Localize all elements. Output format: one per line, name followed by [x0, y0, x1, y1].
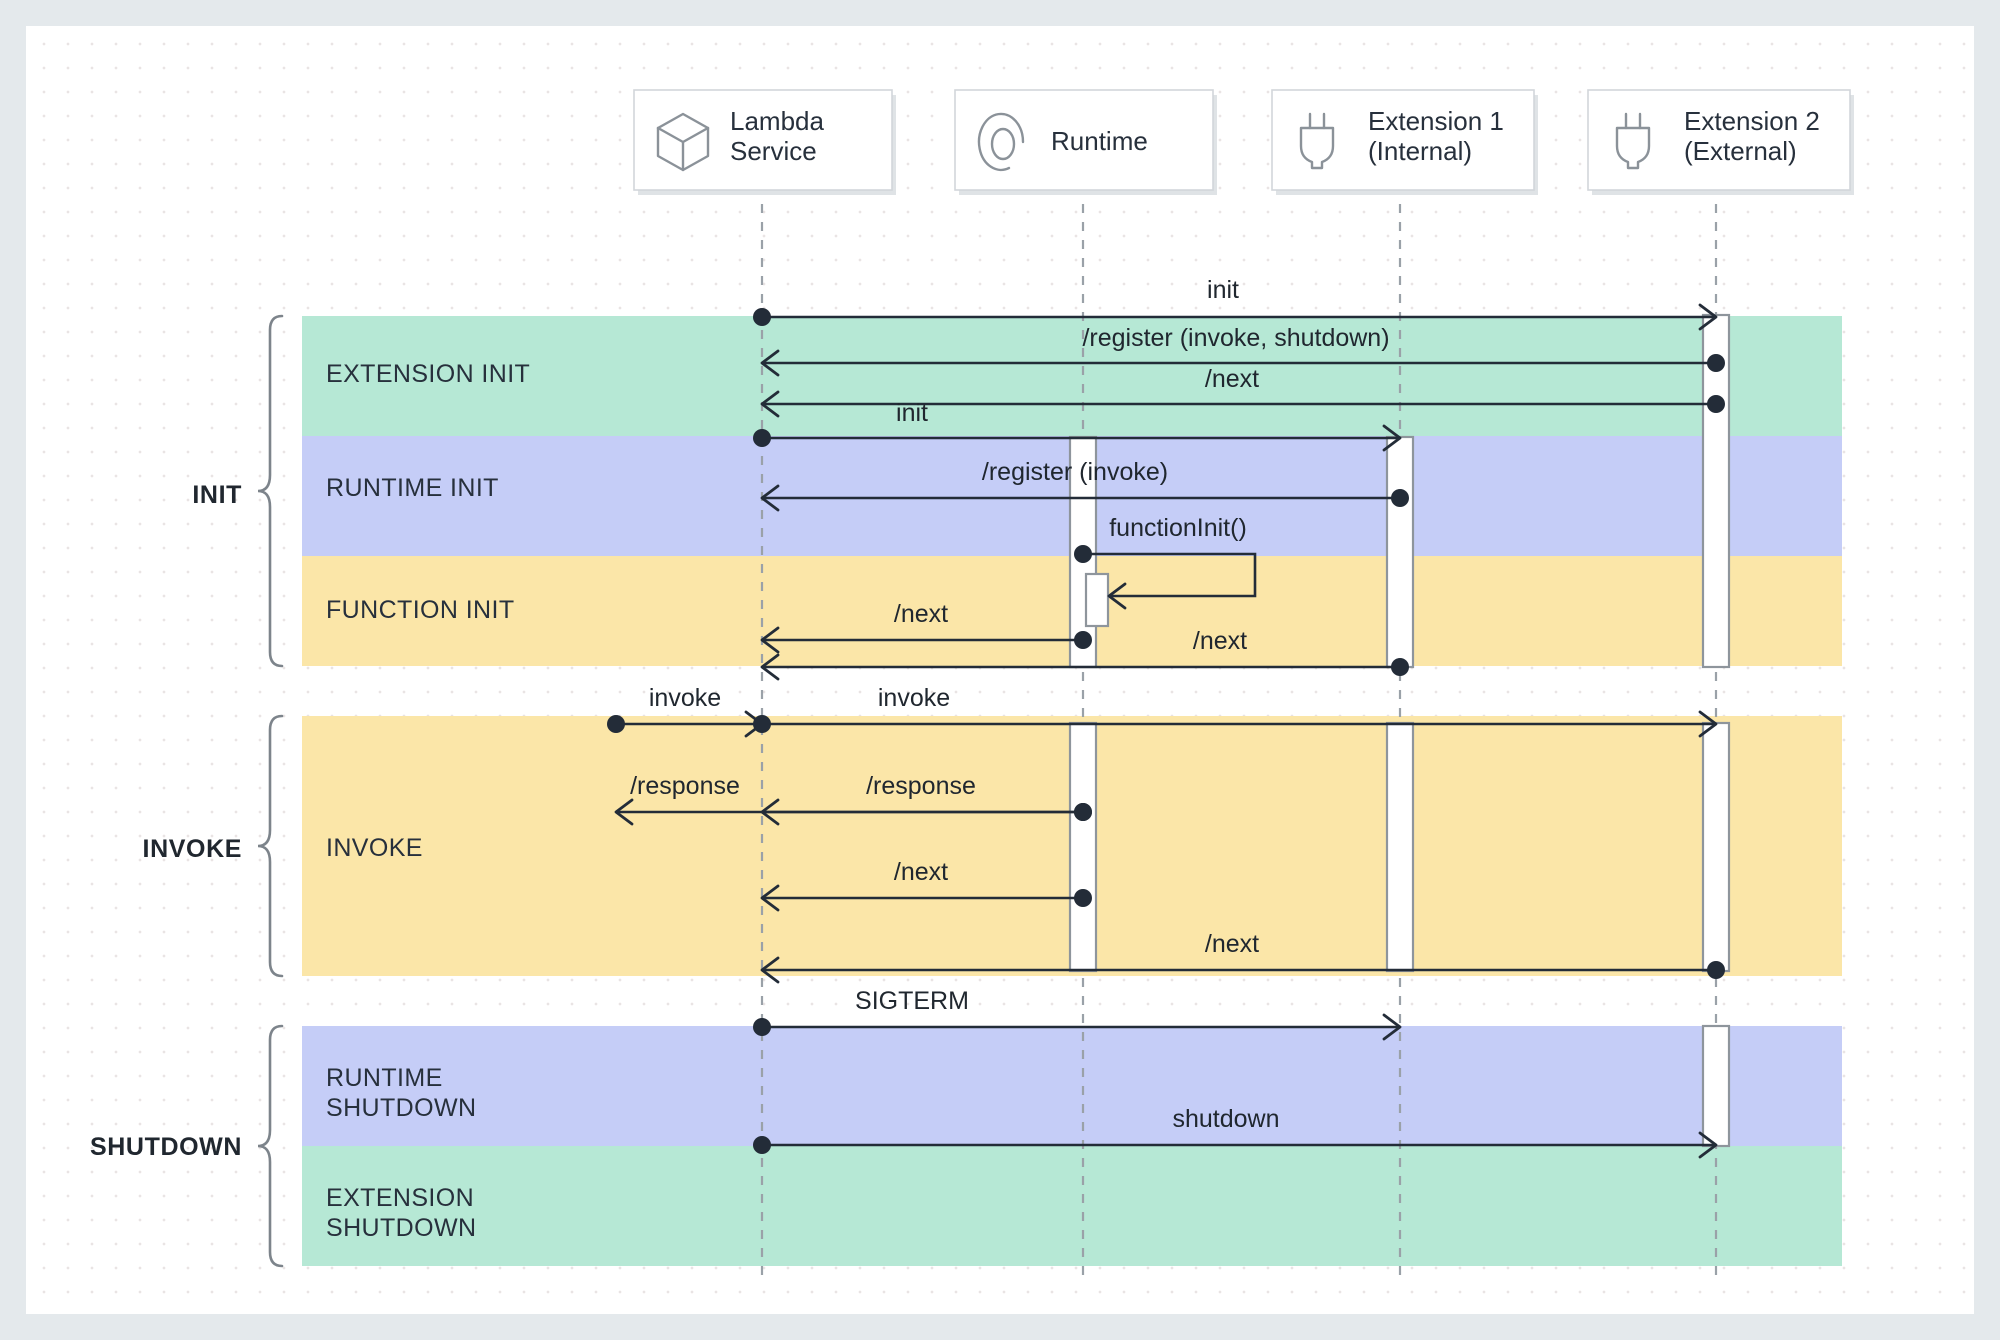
phase-braces-layer: INIT INVOKE SHUTDOWN [90, 314, 284, 1268]
message-label: init [1207, 276, 1239, 304]
message-m12: /response [760, 772, 1092, 826]
message-m14: /next [760, 930, 1725, 984]
messages-layer: init/register (invoke, shutdown) /next ini… [607, 276, 1725, 1159]
activation-bar-extension2 [1701, 721, 1731, 973]
participant-extension2[interactable]: Extension 2(External) [1587, 89, 1854, 195]
message-m4: init [753, 399, 1402, 452]
message-label: invoke [878, 684, 950, 712]
phase-band-extension-init: EXTENSION INIT [302, 316, 1842, 436]
activation-bar-runtime [1068, 721, 1098, 973]
message-m6: functionInit() [1074, 514, 1257, 610]
activation-bar-runtime [1084, 572, 1110, 628]
message-m5: /register (invoke) [760, 458, 1409, 512]
message-m9: invoke [607, 684, 764, 738]
diagram-canvas: EXTENSION INIT RUNTIME INIT FUNCTION INIT I… [26, 26, 1974, 1314]
activation-bar-extension1 [1385, 435, 1415, 669]
plug-icon [1299, 112, 1335, 170]
activation-bar-extension2 [1701, 313, 1731, 669]
phase-label-shutdown: SHUTDOWN [90, 1133, 242, 1161]
message-m2: /register (invoke, shutdown) [760, 324, 1725, 377]
message-label: /next [1205, 365, 1259, 393]
cube-icon [656, 112, 710, 172]
phase-band-label: INVOKE [326, 834, 423, 862]
phase-brace-init: INIT [192, 314, 284, 668]
message-label: SIGTERM [855, 987, 969, 1015]
sequence-diagram-svg: EXTENSION INIT RUNTIME INIT FUNCTION INIT I… [90, 89, 1854, 1278]
participant-label: Runtime [1051, 126, 1148, 156]
message-m16: shutdown [753, 1105, 1718, 1159]
message-label: /next [1193, 627, 1247, 655]
participant-label: Extension 1(Internal) [1368, 106, 1504, 166]
participant-extension1[interactable]: Extension 1(Internal) [1271, 89, 1538, 195]
message-label: /register (invoke, shutdown) [1082, 324, 1389, 352]
message-m15: SIGTERM [753, 987, 1402, 1041]
circle-loader-icon [977, 112, 1025, 172]
message-m1: init [753, 276, 1718, 331]
message-label: /next [894, 600, 948, 628]
message-m7: /next [760, 600, 1092, 654]
phase-brace-shutdown: SHUTDOWN [90, 1024, 284, 1268]
activation-bar-extension2 [1701, 1024, 1731, 1148]
phase-brace-invoke: INVOKE [143, 714, 284, 978]
message-label: shutdown [1172, 1105, 1279, 1133]
message-label: /next [1205, 930, 1259, 958]
phase-band-label: EXTENSION INIT [326, 360, 530, 388]
activation-bar-extension1 [1385, 721, 1415, 973]
message-label: /response [630, 772, 740, 800]
message-m10: invoke [753, 684, 1718, 738]
phase-label-invoke: INVOKE [143, 835, 242, 863]
message-m8: /next [760, 627, 1409, 681]
phase-band-label: RUNTIME INIT [326, 474, 499, 502]
message-label: /next [894, 858, 948, 886]
participant-runtime[interactable]: Runtime [954, 89, 1217, 195]
message-label: invoke [649, 684, 721, 712]
participant-label: Extension 2(External) [1684, 106, 1820, 166]
message-m3: /next [760, 365, 1725, 418]
message-m13: /next [760, 858, 1092, 912]
phase-band-label: FUNCTION INIT [326, 596, 515, 624]
message-label: functionInit() [1109, 514, 1247, 542]
message-label: init [896, 399, 928, 427]
message-label: /response [866, 772, 976, 800]
plug-icon [1615, 112, 1651, 170]
phase-label-init: INIT [192, 481, 242, 509]
message-label: /register (invoke) [982, 458, 1168, 486]
